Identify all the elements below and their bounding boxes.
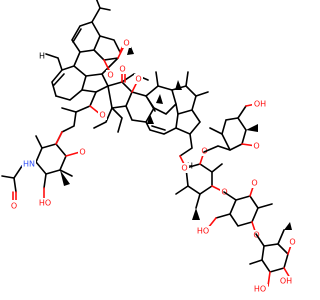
amide-nh-label: HN [23, 160, 35, 169]
acetyl-oxygen-label: O [11, 202, 17, 211]
sugar-2: OH O [203, 99, 268, 153]
sugar4-hydroxyl-label-1: OH [280, 277, 292, 286]
sugar3-ring-oxygen-label: O [251, 179, 257, 188]
carbonyl-oxygen-label: O [119, 65, 125, 74]
core-ring-system [45, 0, 209, 157]
stereo-hydrogen-label-2: H [187, 162, 193, 171]
sugar4-hydroxyl-label-2: HO [254, 285, 266, 294]
sugar-4: O OH HO [249, 222, 297, 294]
sugar4-ring-oxygen-label: O [289, 238, 295, 247]
chemical-structure: O O O O O H H O O HN HO [1, 0, 297, 294]
ring-oxygen-label: O [107, 71, 113, 80]
amino-sugar: O O HN HO [1, 131, 87, 211]
sugar3-hydroxyl-label: HO [197, 227, 209, 236]
stereo-hydrogen-label: H [39, 52, 45, 61]
sugar2-hydroxyl-label: OH [254, 100, 266, 109]
sugar-ring-oxygen-label: O [79, 148, 85, 157]
sugar1-glycosidic-oxygen-label: O [181, 164, 187, 173]
ether-oxygen-label: O [99, 111, 105, 120]
sugar-1: O O O [175, 146, 229, 220]
sugar2-ring-oxygen-label: O [253, 142, 259, 151]
lactone-oxygen-label: O [123, 39, 129, 48]
spiro-oxygen-label: O [135, 75, 141, 84]
sugar-3: O HO O [195, 178, 273, 240]
core-oxygens: O O O O O H H [39, 38, 193, 171]
amino-sugar-hydroxyl-label: HO [39, 199, 51, 208]
